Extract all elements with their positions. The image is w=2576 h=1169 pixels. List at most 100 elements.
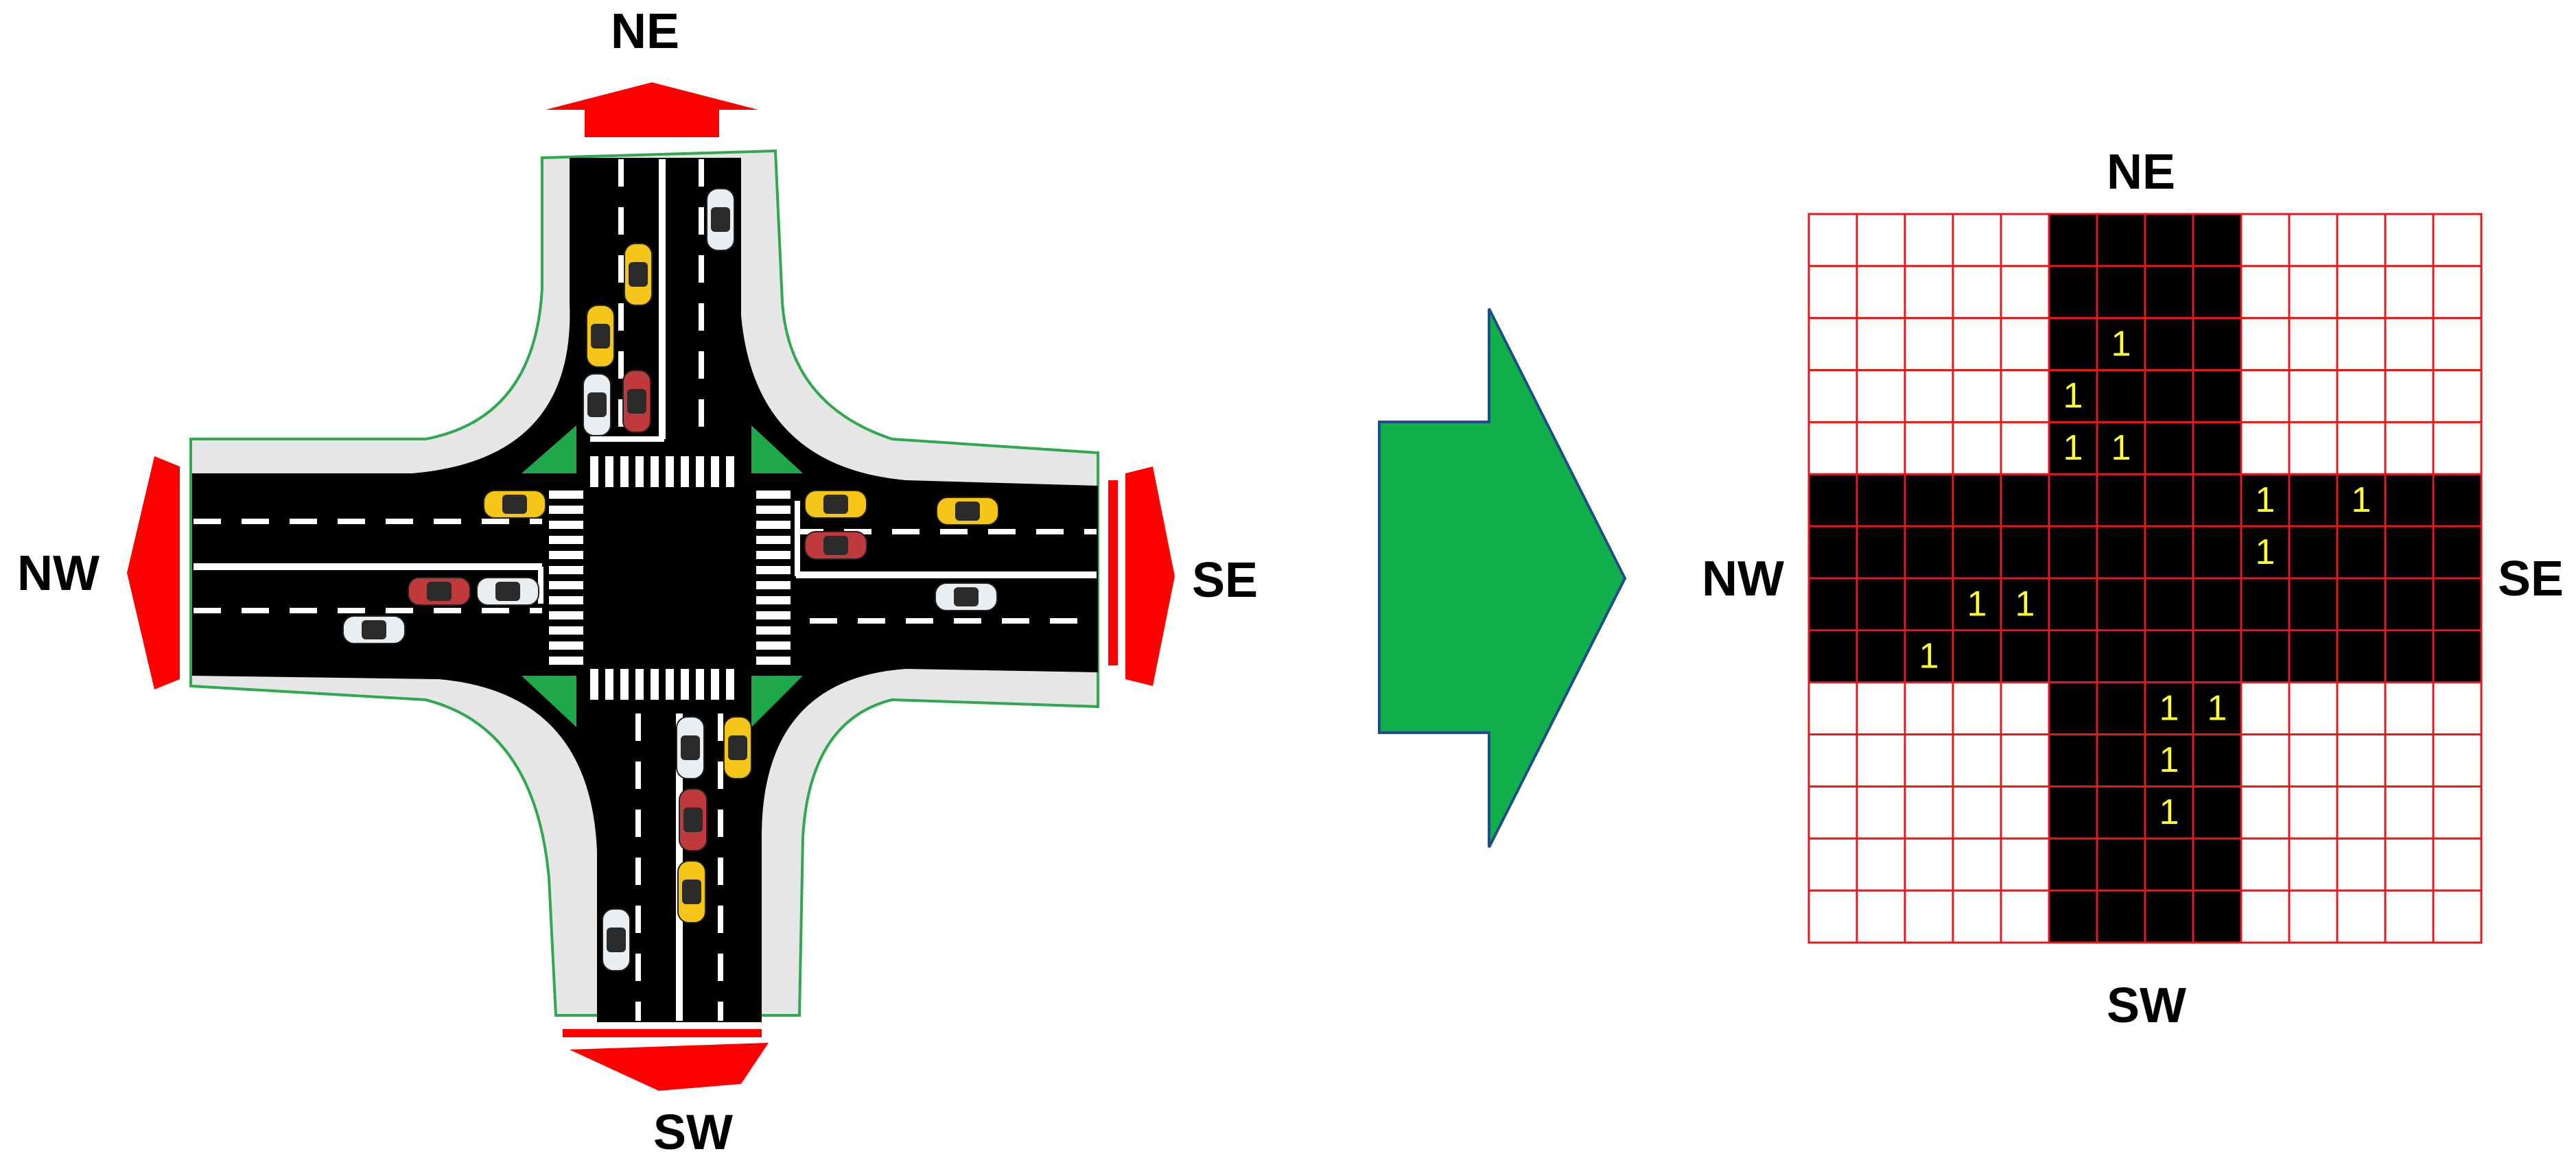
- arrow-right-icon: [1378, 308, 1627, 848]
- crosswalk-stripe: [651, 669, 659, 700]
- crosswalk-stripe: [549, 626, 583, 635]
- grid-cell: [2096, 265, 2146, 320]
- grid-cell: [2336, 473, 2387, 528]
- grid-cell: [1855, 473, 1906, 528]
- grid-cell: [2288, 837, 2339, 892]
- grid-cell: [2384, 421, 2435, 475]
- car-roof: [823, 536, 848, 555]
- grid-cell: [2000, 733, 2050, 788]
- grid-cell: [1807, 733, 1858, 788]
- grid-occupied-value: 1: [2063, 376, 2083, 416]
- arrow-out-icon: [563, 1029, 762, 1037]
- car-icon: [342, 615, 406, 644]
- grid-cell: [2048, 837, 2098, 892]
- grid-cell: [1952, 577, 2002, 632]
- car-icon: [476, 577, 539, 606]
- car-roof: [682, 879, 701, 904]
- grid-cell: [1855, 369, 1906, 423]
- grid-cell: [2048, 473, 2098, 528]
- grid-cell: [2000, 473, 2050, 528]
- grid-cell: [1807, 317, 1858, 372]
- grid-cell: [2192, 889, 2243, 944]
- crosswalk-stripe: [756, 551, 791, 559]
- crosswalk-stripe: [590, 456, 598, 487]
- grid-cell: [2048, 577, 2098, 632]
- grid-cell: [2384, 369, 2435, 423]
- grid-cell: [2288, 213, 2339, 268]
- grid-cell: [1904, 733, 1954, 788]
- car-roof: [495, 582, 520, 601]
- grid-cell: [1855, 525, 1906, 580]
- crosswalk-stripe: [756, 657, 791, 665]
- grid-cell: [2240, 369, 2291, 423]
- grid-cell: [2336, 629, 2387, 684]
- grid-cell: [1855, 421, 1906, 475]
- car-roof: [627, 389, 646, 414]
- grid-cell: [2240, 265, 2291, 320]
- grid-cell: [2048, 681, 2098, 736]
- grid-cell: [2096, 577, 2146, 632]
- car-icon: [723, 716, 752, 779]
- grid-cell: [1952, 733, 2002, 788]
- crosswalk-stripe: [620, 456, 629, 487]
- grid-cell: [2192, 369, 2243, 423]
- grid-cell: [2432, 837, 2483, 892]
- crosswalk-stripe: [549, 536, 583, 544]
- grid-cell: [2192, 525, 2243, 580]
- arrow-out-icon: [127, 456, 180, 689]
- grid-cell: [1904, 473, 1954, 528]
- crosswalk-stripe: [666, 456, 674, 487]
- grid-occupied-value: 1: [2015, 584, 2035, 624]
- crosswalk-stripe: [756, 611, 791, 619]
- grid-cell: [2288, 421, 2339, 475]
- grid-cell: [2432, 785, 2483, 840]
- grid-cell: [2384, 837, 2435, 892]
- grid-cell: [2144, 213, 2194, 268]
- grid-occupied-value: 1: [1919, 636, 1939, 676]
- grid-cell: [2000, 889, 2050, 944]
- car-roof: [823, 495, 848, 514]
- crosswalk-stripe: [756, 581, 791, 589]
- grid-cell: [1855, 577, 1906, 632]
- grid-cell: [2336, 421, 2387, 475]
- grid-cell: [1952, 837, 2002, 892]
- grid-cell: [2048, 317, 2098, 372]
- grid-cell: [2432, 473, 2483, 528]
- grid-cell: [1904, 213, 1954, 268]
- grid-cell: [2192, 265, 2243, 320]
- grid-cell: [2336, 577, 2387, 632]
- grid-cell: [2144, 473, 2194, 528]
- grid-cell: [1807, 213, 1858, 268]
- grid-cell: [1904, 317, 1954, 372]
- grid-cell: [2288, 681, 2339, 736]
- grid-cell: [2144, 369, 2194, 423]
- grid-cell: [2000, 525, 2050, 580]
- grid-cell: [2288, 473, 2339, 528]
- grid-occupied-value: 1: [2352, 480, 2372, 520]
- grid-cell: [2432, 213, 2483, 268]
- car-icon: [586, 305, 615, 368]
- car-icon: [804, 490, 867, 519]
- grid-cell: [2192, 577, 2243, 632]
- grid-cell: [2288, 577, 2339, 632]
- direction-label-sw: SW: [653, 1105, 733, 1160]
- grid-cell: [2048, 525, 2098, 580]
- grid-cell: [2240, 889, 2291, 944]
- grid-cell: [2096, 629, 2146, 684]
- grid-cell: [2288, 369, 2339, 423]
- grid-cell: [2336, 525, 2387, 580]
- arrow-out-icon: [546, 82, 758, 137]
- grid-cell: [2240, 317, 2291, 372]
- grid-cell: [2096, 525, 2146, 580]
- traffic-islands: [522, 425, 803, 727]
- grid-cell: [2240, 421, 2291, 475]
- grid-cell: [2432, 629, 2483, 684]
- car-icon: [602, 908, 631, 971]
- grid-cell: [2432, 265, 2483, 320]
- car-icon: [583, 373, 611, 436]
- crosswalk-stripe: [549, 596, 583, 604]
- crosswalk-stripe: [681, 456, 689, 487]
- car-roof: [711, 207, 730, 232]
- crosswalk-stripe: [756, 641, 791, 650]
- grid-cell: [1855, 629, 1906, 684]
